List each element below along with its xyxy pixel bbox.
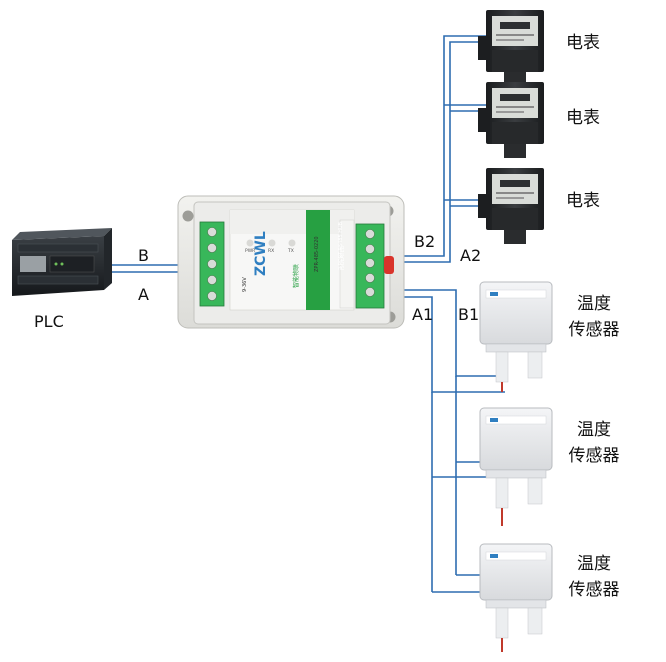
sensor-label-line1: 温度 [577, 554, 611, 574]
hub-brand: ZCWL [253, 231, 269, 276]
plc-label: PLC [34, 312, 64, 331]
meter-label: 电表 [566, 33, 600, 53]
sensor-label-line2: 传感器 [568, 446, 620, 466]
meter-label: 电表 [566, 108, 600, 128]
wire-label-a1: A1 [412, 305, 434, 324]
plc-device [12, 228, 112, 296]
led-tx: TX [287, 248, 294, 254]
plc-wires [108, 264, 188, 273]
wire-label-b1: B1 [458, 305, 480, 324]
meter-label: 电表 [566, 191, 600, 211]
led-pwr: PWR [245, 248, 255, 254]
wire-label-a: A [138, 285, 149, 304]
electric-meter [478, 168, 544, 244]
sensor-label-line1: 温度 [577, 420, 611, 440]
hub-brand-cn: 智能物联 [292, 264, 300, 288]
wire-label-b: B [138, 246, 149, 265]
electric-meter [478, 82, 544, 158]
sensor-label-line1: 温度 [577, 294, 611, 314]
sensor-label: 温度 传感器 [568, 291, 620, 343]
temperature-sensor [479, 407, 553, 526]
electric-meter [478, 10, 544, 86]
hub-function: 2 PORT RS485 HUB [338, 221, 344, 270]
temperature-sensor [479, 543, 553, 652]
led-rx: RX [268, 248, 274, 254]
rs485-hub [177, 195, 405, 329]
meter-bus-wires [390, 35, 488, 263]
sensor-label: 温度 传感器 [568, 417, 620, 469]
sensor-label-line2: 传感器 [568, 320, 620, 340]
hub-isolation: ISOLATED [340, 245, 346, 270]
sensor-label-line2: 传感器 [568, 580, 620, 600]
wire-label-a2: A2 [460, 246, 482, 265]
hub-model: ZPR-485-0220 [314, 236, 320, 272]
temperature-sensor [479, 281, 553, 392]
hub-labels: ZCWL 智能物联 ZPR-485-0220 2 PORT RS485 HUB … [242, 221, 346, 292]
wire-label-b2: B2 [414, 232, 436, 251]
sensor-label: 温度 传感器 [568, 551, 620, 603]
hub-power: 9-36V [242, 277, 248, 292]
